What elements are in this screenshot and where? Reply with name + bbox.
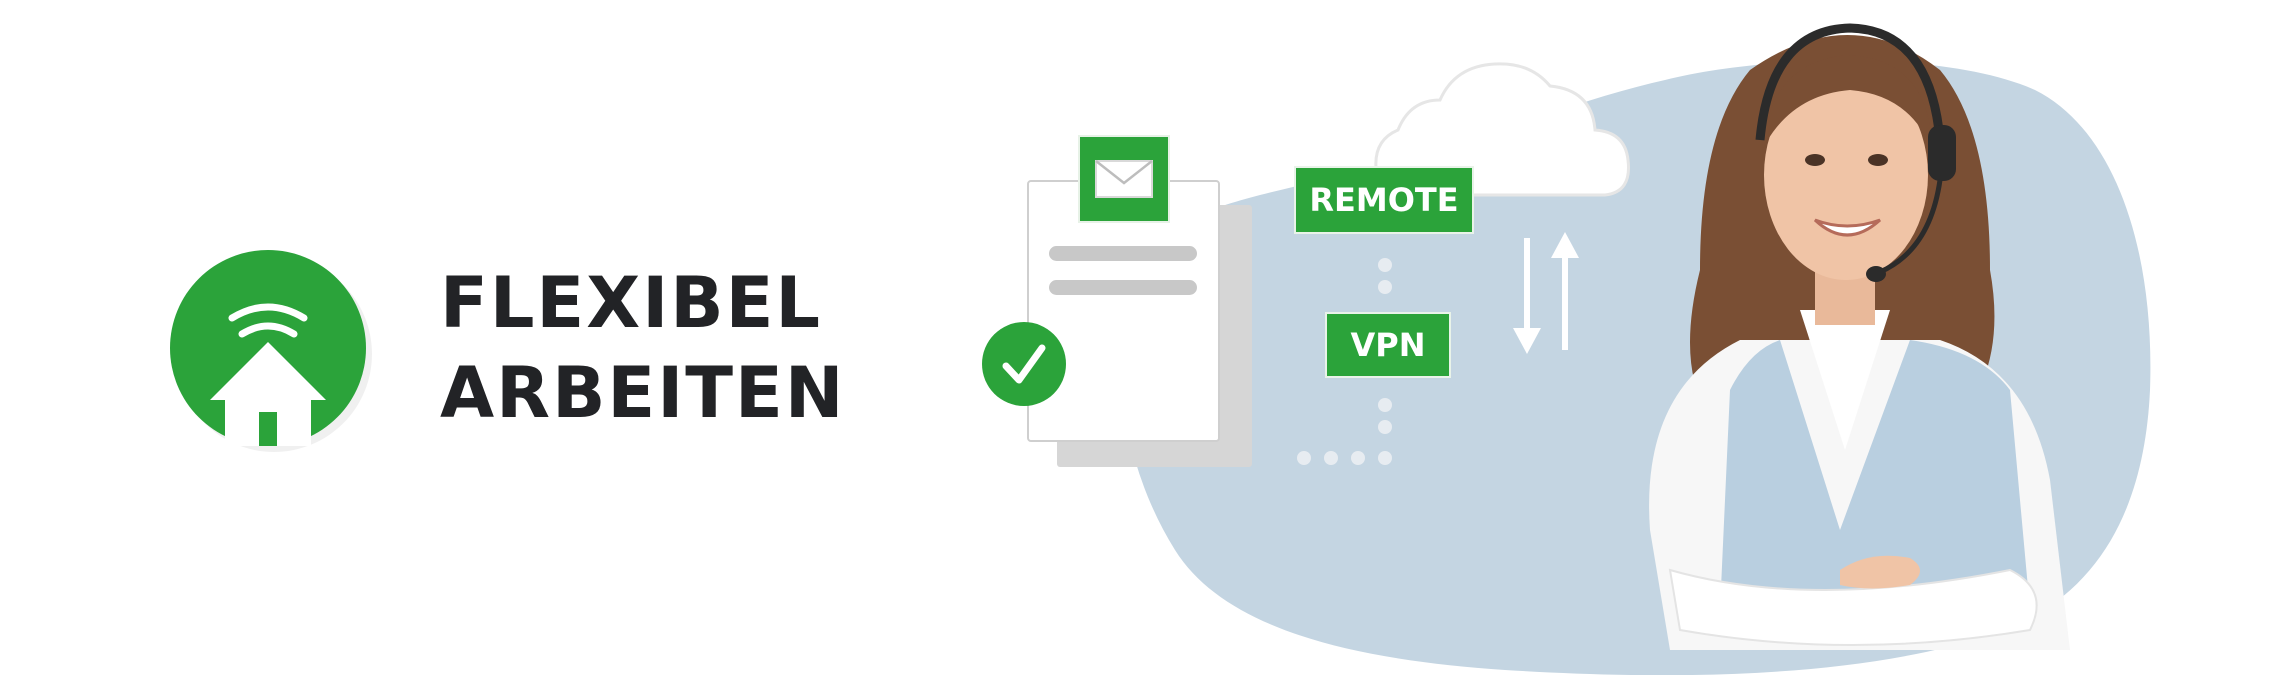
support-agent-photo [1649,23,2070,650]
connector-dot [1351,451,1365,465]
home-wifi-icon [210,303,326,446]
title-line-2: ARBEITEN [440,352,846,434]
connector-dot [1378,398,1392,412]
connector-dot [1378,258,1392,272]
mail-tile [1078,135,1170,223]
home-wifi-logo [170,250,366,446]
connector-dot [1378,280,1392,294]
connector-dot [1378,451,1392,465]
document-icon [1027,180,1220,442]
title-line-1: FLEXIBEL [440,262,823,344]
connector-dot [1378,420,1392,434]
connector-dot [1324,451,1338,465]
check-badge [982,322,1066,406]
envelope-icon [1095,160,1153,198]
cloud-icon [1374,62,1630,197]
document-line [1049,246,1197,261]
page-title: FLEXIBEL ARBEITEN [440,258,845,438]
checkmark-icon [1002,344,1046,384]
remote-tag: REMOTE [1294,166,1474,234]
document-line [1049,280,1197,295]
connector-dot [1297,451,1311,465]
up-down-arrows-icon [1513,232,1579,354]
vpn-tag: VPN [1325,312,1451,378]
